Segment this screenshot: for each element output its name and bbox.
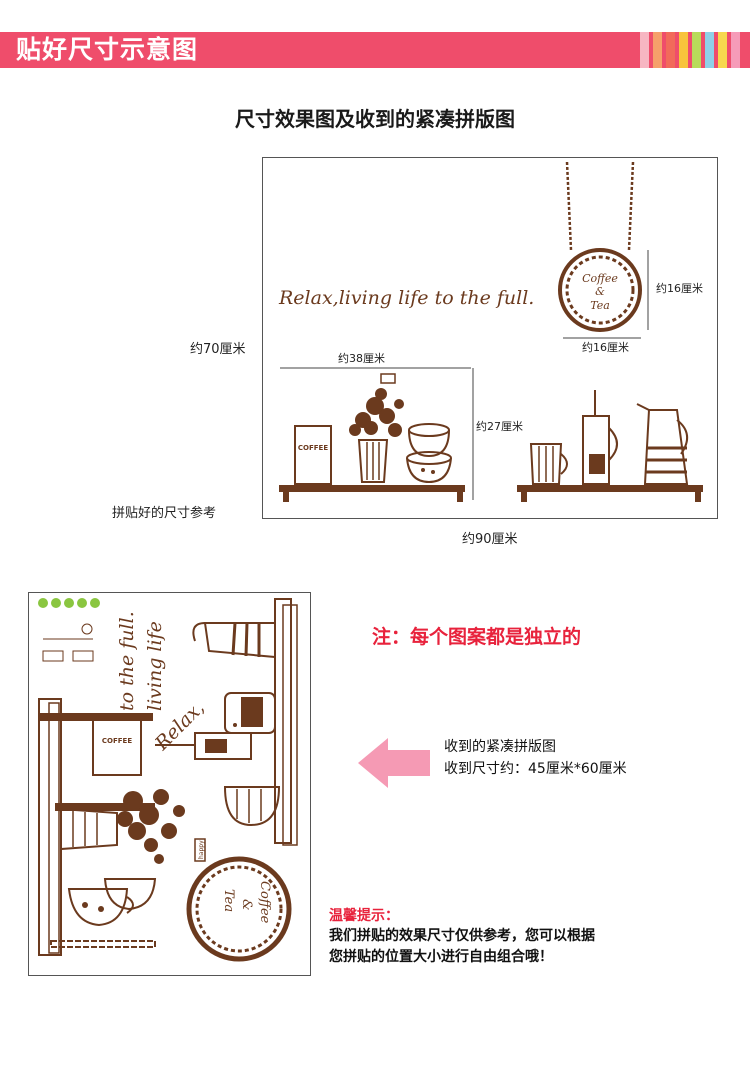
panel-quote-a: to the full. bbox=[116, 611, 138, 711]
received-layout-panel: to the full. living life Relax, bbox=[28, 592, 311, 976]
stripe bbox=[640, 32, 649, 68]
size-diagram-art: Relax,living life to the full. Coffee & … bbox=[278, 161, 703, 502]
received-line-1: 收到的紧凑拼版图 bbox=[444, 739, 556, 755]
shelf-height-dimension: 约27厘米 bbox=[476, 420, 523, 433]
stripe bbox=[679, 32, 688, 68]
stripe bbox=[705, 32, 714, 68]
received-line-2: 收到尺寸约：45厘米*60厘米 bbox=[444, 761, 627, 777]
size-diagram: Relax,living life to the full. Coffee & … bbox=[262, 157, 718, 519]
quote-text: Relax,living life to the full. bbox=[278, 287, 534, 309]
independent-pattern-note: 注：每个图案都是独立的 bbox=[372, 626, 582, 648]
width-dimension: 约90厘米 bbox=[462, 532, 518, 547]
sign-mid: & bbox=[595, 285, 605, 298]
panel-coffee-label: COFFEE bbox=[102, 737, 132, 745]
coffee-bag-label: COFFEE bbox=[298, 444, 328, 452]
sign-top: Coffee bbox=[582, 272, 618, 285]
diagram-caption: 拼贴好的尺寸参考 bbox=[112, 506, 217, 521]
panel-sign-mid: & bbox=[239, 899, 254, 911]
arrow-left-icon bbox=[358, 738, 430, 788]
shelf-width-dimension: 约38厘米 bbox=[338, 352, 385, 365]
stripe bbox=[718, 32, 727, 68]
sign-width-dimension: 约16厘米 bbox=[582, 341, 629, 354]
received-info: 收到的紧凑拼版图 收到尺寸约：45厘米*60厘米 bbox=[444, 736, 627, 780]
stripe bbox=[666, 32, 675, 68]
header-bar bbox=[0, 32, 750, 68]
panel-happy-tag: happy bbox=[198, 840, 205, 859]
sign-height-dimension: 约16厘米 bbox=[656, 282, 703, 295]
height-dimension: 约70厘米 bbox=[190, 342, 246, 357]
received-layout-art: to the full. living life Relax, bbox=[38, 598, 298, 962]
stripe bbox=[692, 32, 701, 68]
tips-title: 温馨提示： bbox=[329, 908, 399, 924]
section-subtitle: 尺寸效果图及收到的紧凑拼版图 bbox=[235, 107, 515, 131]
panel-quote-b: living life bbox=[144, 621, 166, 711]
tips-line-2: 您拼贴的位置大小进行自由组合哦！ bbox=[329, 949, 553, 965]
sign-bottom: Tea bbox=[590, 299, 610, 312]
page-title: 贴好尺寸示意图 bbox=[16, 35, 199, 64]
tips-line-1: 我们拼贴的效果尺寸仅供参考，您可以根据 bbox=[329, 928, 595, 944]
stripe bbox=[653, 32, 662, 68]
header-stripes bbox=[640, 32, 740, 68]
stripe bbox=[731, 32, 740, 68]
tips-text: 我们拼贴的效果尺寸仅供参考，您可以根据 您拼贴的位置大小进行自由组合哦！ bbox=[329, 926, 729, 968]
panel-sign-bottom: Tea bbox=[221, 889, 236, 912]
panel-sign-top: Coffee bbox=[257, 881, 272, 924]
